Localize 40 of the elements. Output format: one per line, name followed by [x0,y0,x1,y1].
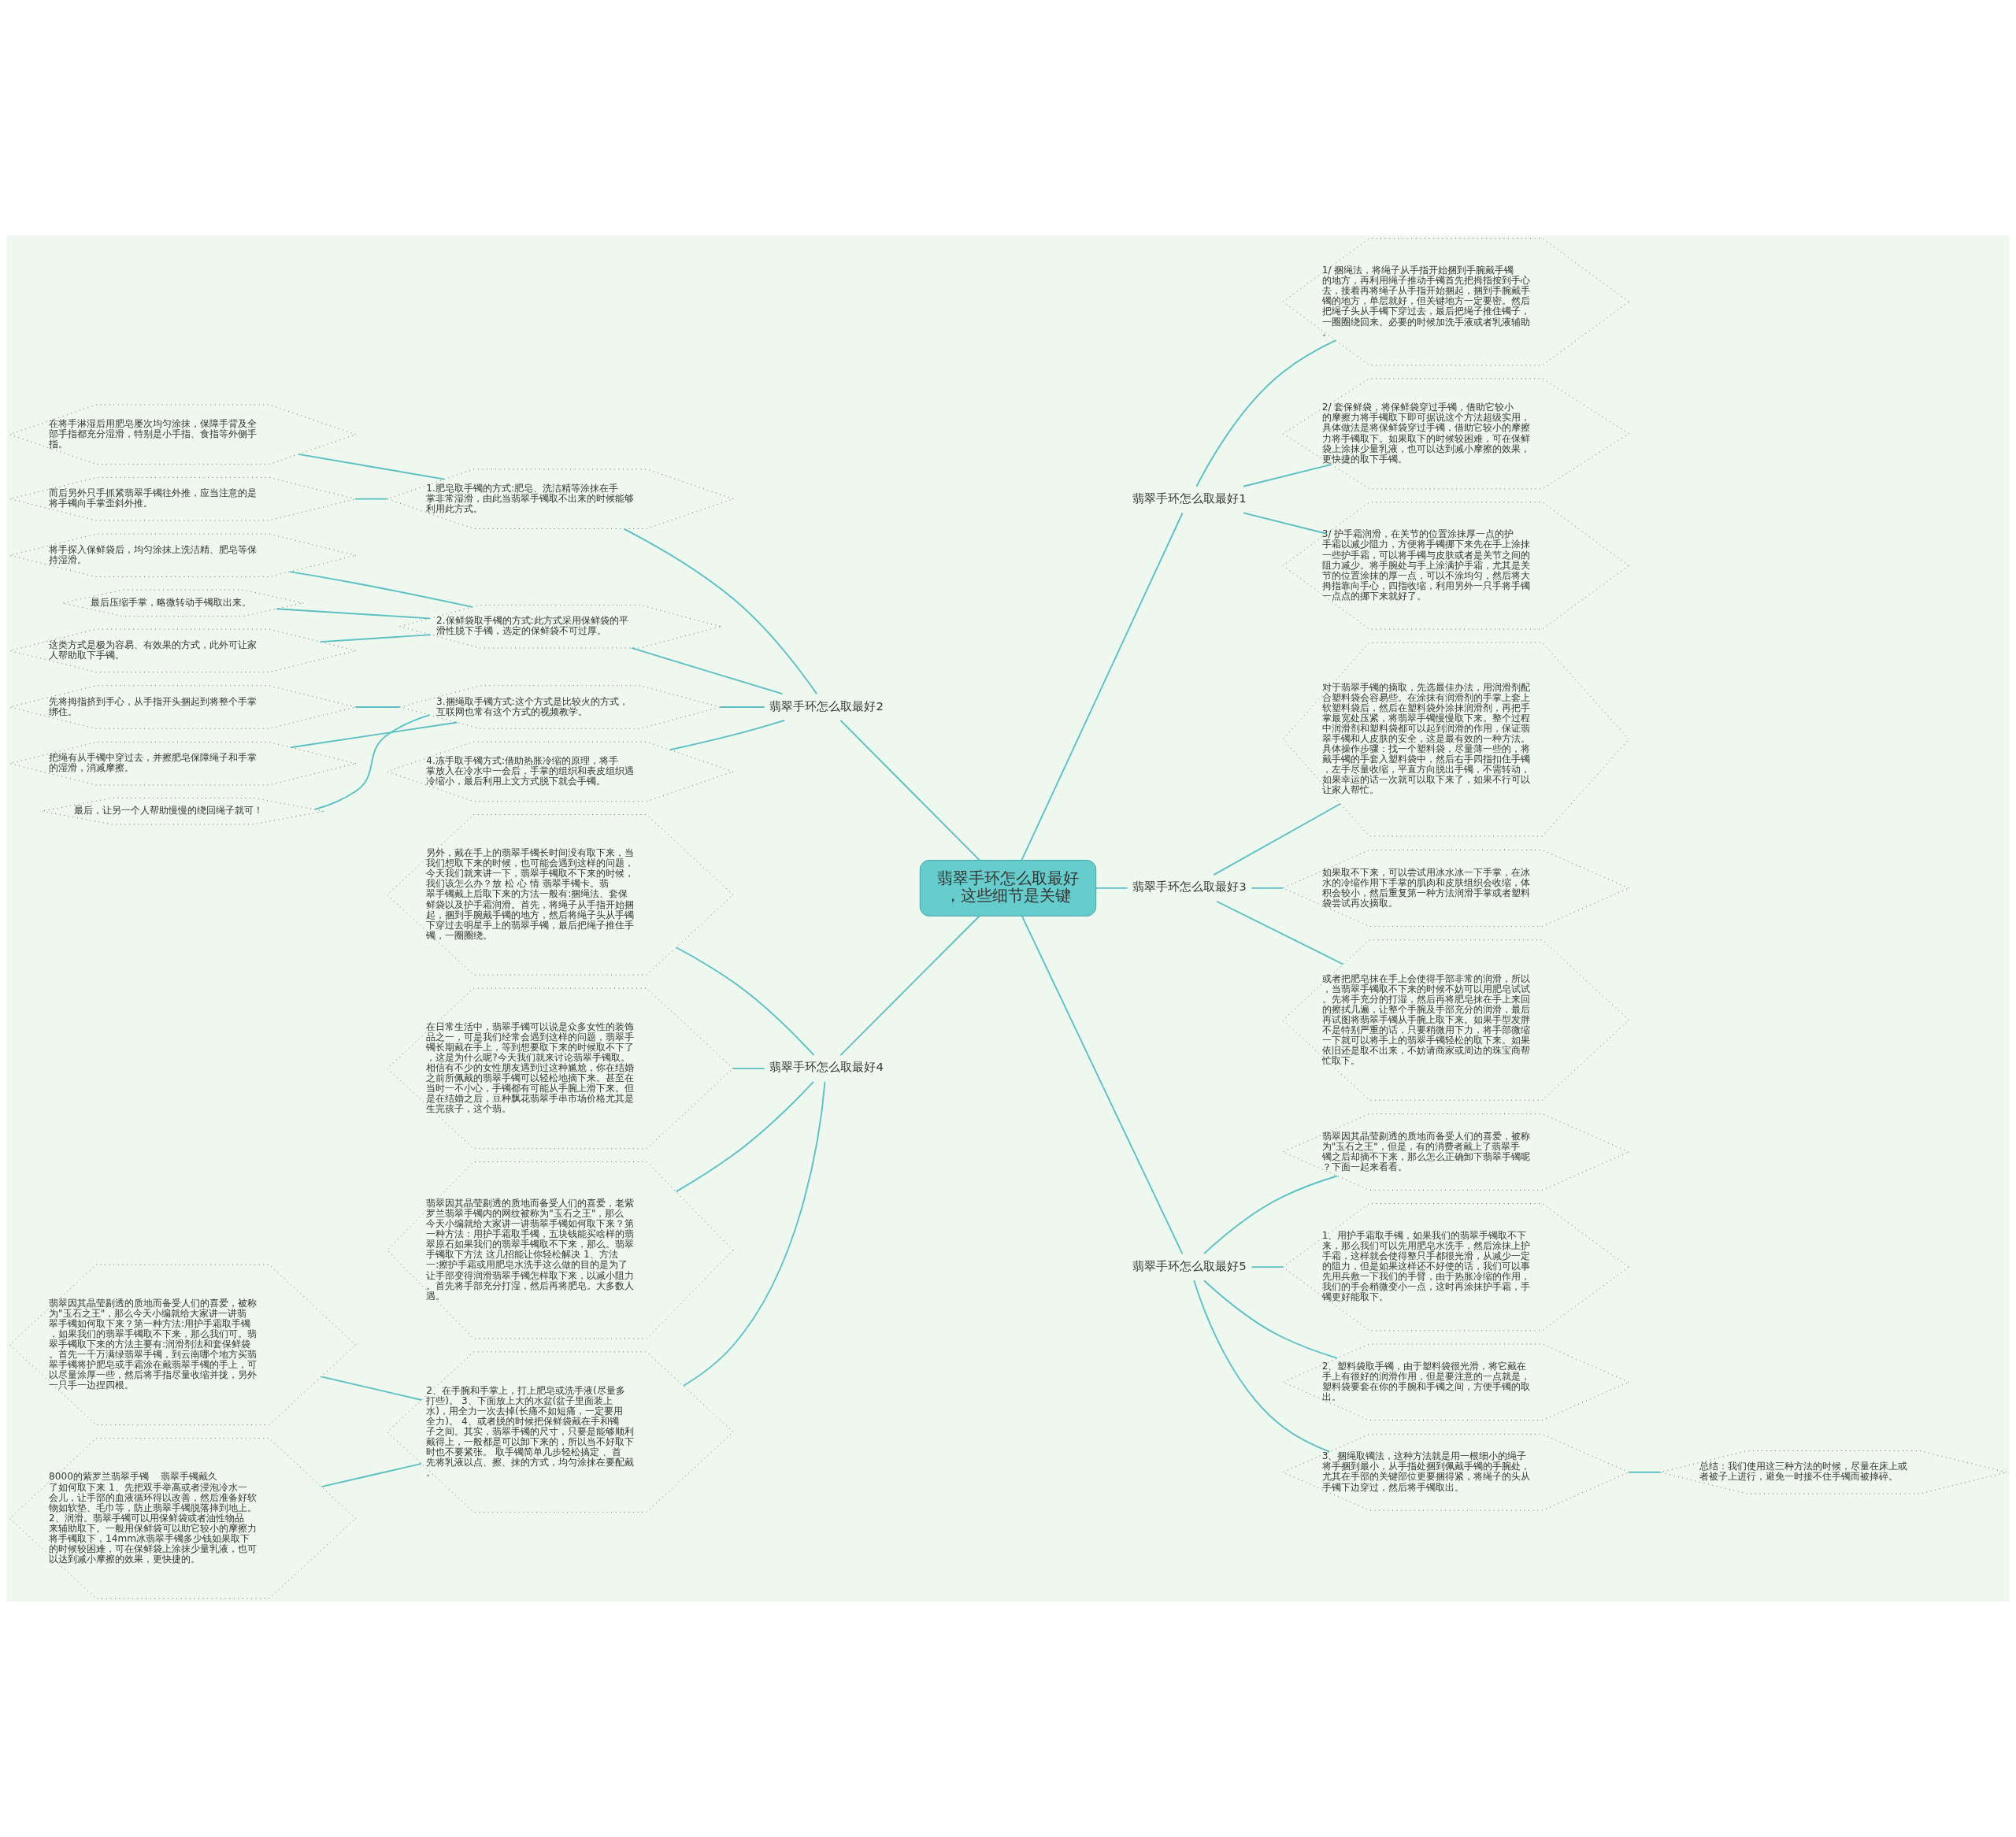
connector [298,453,446,480]
connector [675,1081,814,1193]
connector [1021,915,1184,1255]
connector [720,706,765,708]
connector [1251,887,1284,889]
node-text: 翡翠手环怎么取最好5 [1132,1258,1247,1273]
connector [313,714,431,810]
connector [1216,900,1344,965]
connector [276,608,431,620]
connector [289,571,473,608]
connector [1203,1280,1338,1359]
connector [321,1376,423,1401]
node-text: 翡翠手环怎么取最好4 [769,1060,884,1075]
connector [1213,802,1341,876]
connector [732,1068,765,1069]
connector [1251,1266,1284,1268]
connector [1203,1175,1338,1255]
connector [321,1462,423,1487]
connector [682,1080,826,1387]
connector [669,719,786,751]
node-text: 翡翠手环怎么取最好3 [1132,880,1247,894]
node-text: 翡翠手环怎么取最好1 [1132,491,1247,506]
node-text: 翡翠手环怎么取最好2 [769,698,884,713]
connector [839,915,980,1056]
connector [1095,887,1128,889]
connector [675,946,815,1056]
connector [1195,339,1336,487]
connector [319,634,432,643]
connector [1243,464,1332,487]
connector [1628,1471,1662,1473]
connector [1193,1280,1331,1453]
connector [354,706,401,708]
connector [839,720,980,861]
connector [623,528,818,695]
connector [1243,512,1328,535]
connector [290,721,458,749]
connector [1021,512,1184,861]
node-box: 翡翠手环怎么取最好，这些细节是关键 [919,860,1097,917]
connector [354,498,388,500]
connector [631,647,784,695]
